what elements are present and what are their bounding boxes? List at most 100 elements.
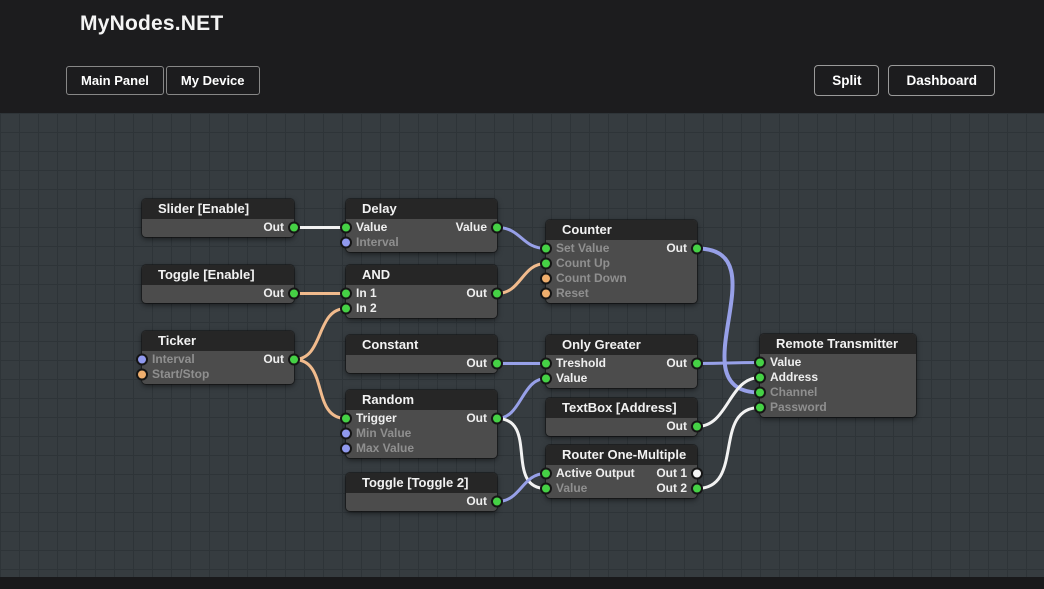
- input-label: Trigger: [356, 411, 397, 425]
- input-label: Reset: [556, 286, 589, 300]
- port-textbox-address-out-0[interactable]: [691, 420, 703, 433]
- output-label: Out: [466, 356, 487, 370]
- port-and-in-1[interactable]: [340, 302, 352, 315]
- port-random-in-1[interactable]: [340, 427, 352, 440]
- node-row: Max Value: [346, 441, 497, 456]
- port-counter-in-0[interactable]: [540, 242, 552, 255]
- port-remote-transmitter-in-1[interactable]: [754, 371, 766, 384]
- node-row: Count Up: [546, 256, 697, 271]
- port-counter-in-2[interactable]: [540, 272, 552, 285]
- port-counter-out-0[interactable]: [691, 242, 703, 255]
- port-ticker-in-1[interactable]: [136, 368, 148, 381]
- port-only-greater-in-0[interactable]: [540, 357, 552, 370]
- port-counter-in-1[interactable]: [540, 257, 552, 270]
- port-delay-in-1[interactable]: [340, 236, 352, 249]
- node-row: Value: [546, 371, 697, 386]
- port-ticker-out-0[interactable]: [288, 353, 300, 366]
- node-body: Out: [346, 493, 497, 511]
- node-title-constant[interactable]: Constant: [346, 335, 497, 355]
- wire-ticker-to-random: [292, 358, 348, 420]
- node-row: Reset: [546, 286, 697, 301]
- port-only-greater-out-0[interactable]: [691, 357, 703, 370]
- port-random-in-2[interactable]: [340, 442, 352, 455]
- output-label: Value: [455, 220, 487, 234]
- tab-my-device[interactable]: My Device: [165, 66, 260, 95]
- port-random-out-0[interactable]: [491, 412, 503, 425]
- node-title-counter[interactable]: Counter: [546, 220, 697, 240]
- node-title-toggle-2[interactable]: Toggle [Toggle 2]: [346, 473, 497, 493]
- port-router-in-1[interactable]: [540, 482, 552, 495]
- port-remote-transmitter-in-2[interactable]: [754, 386, 766, 399]
- input-label: Interval: [152, 352, 195, 366]
- input-label: Address: [770, 370, 819, 384]
- port-only-greater-in-1[interactable]: [540, 372, 552, 385]
- node-title-toggle-enable[interactable]: Toggle [Enable]: [142, 265, 294, 285]
- dashboard-button[interactable]: Dashboard: [888, 65, 995, 96]
- port-toggle-enable-out-0[interactable]: [288, 287, 300, 300]
- split-button[interactable]: Split: [814, 65, 880, 96]
- input-label: Count Down: [556, 271, 627, 285]
- node-title-remote-transmitter[interactable]: Remote Transmitter: [760, 334, 916, 354]
- port-router-out-1[interactable]: [691, 482, 703, 495]
- node-title-router[interactable]: Router One-Multiple: [546, 445, 697, 465]
- node-body: Out: [142, 285, 294, 303]
- port-router-out-0[interactable]: [691, 467, 703, 480]
- node-title-only-greater[interactable]: Only Greater: [546, 335, 697, 355]
- port-delay-in-0[interactable]: [340, 221, 352, 234]
- port-toggle-2-out-0[interactable]: [491, 495, 503, 508]
- input-label: Max Value: [356, 441, 415, 455]
- input-label: Min Value: [356, 426, 412, 440]
- port-random-in-0[interactable]: [340, 412, 352, 425]
- node-toggle-2[interactable]: Toggle [Toggle 2]Out: [346, 473, 497, 511]
- node-toggle-enable[interactable]: Toggle [Enable]Out: [142, 265, 294, 303]
- node-title-and[interactable]: AND: [346, 265, 497, 285]
- tab-main-panel[interactable]: Main Panel: [66, 66, 164, 95]
- node-slider-enable[interactable]: Slider [Enable]Out: [142, 199, 294, 237]
- output-label: Out: [666, 241, 687, 255]
- port-counter-in-3[interactable]: [540, 287, 552, 300]
- node-title-textbox-address[interactable]: TextBox [Address]: [546, 398, 697, 418]
- port-slider-enable-out-0[interactable]: [288, 221, 300, 234]
- port-remote-transmitter-in-3[interactable]: [754, 401, 766, 414]
- port-remote-transmitter-in-0[interactable]: [754, 356, 766, 369]
- port-router-in-0[interactable]: [540, 467, 552, 480]
- input-label: Password: [770, 400, 827, 414]
- output-label: Out: [263, 220, 284, 234]
- view-actions: Split Dashboard: [814, 65, 995, 96]
- port-ticker-in-0[interactable]: [136, 353, 148, 366]
- port-and-out-0[interactable]: [491, 287, 503, 300]
- node-title-ticker[interactable]: Ticker: [142, 331, 294, 351]
- wire-delay-to-counter: [495, 226, 548, 250]
- port-constant-out-0[interactable]: [491, 357, 503, 370]
- wire-counter-to-remote-transmitter: [695, 246, 762, 395]
- node-textbox-address[interactable]: TextBox [Address]Out: [546, 398, 697, 436]
- node-row: Channel: [760, 385, 916, 400]
- node-title-random[interactable]: Random: [346, 390, 497, 410]
- node-title-delay[interactable]: Delay: [346, 199, 497, 219]
- node-row: Out: [142, 220, 294, 235]
- node-row: Start/Stop: [142, 367, 294, 382]
- port-and-in-0[interactable]: [340, 287, 352, 300]
- port-delay-out-0[interactable]: [491, 221, 503, 234]
- node-title-slider-enable[interactable]: Slider [Enable]: [142, 199, 294, 219]
- node-body: Out: [346, 355, 497, 373]
